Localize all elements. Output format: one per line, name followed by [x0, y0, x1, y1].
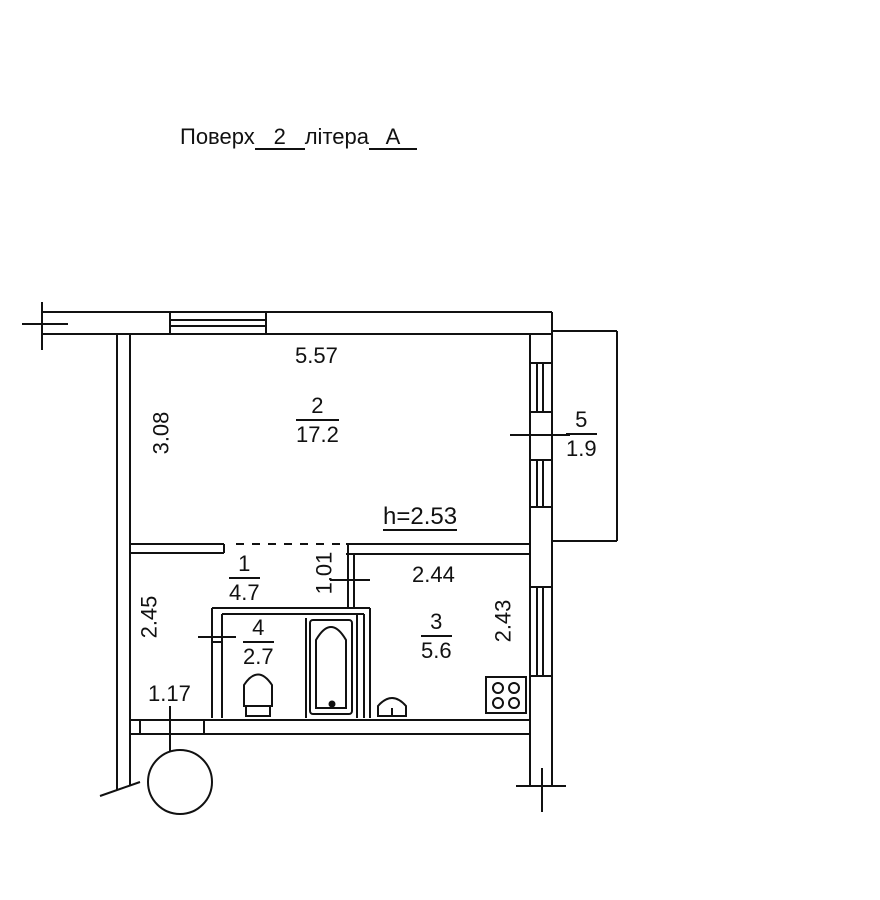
- room-2-area: 17.2: [296, 422, 339, 447]
- interior-partitions: [198, 544, 371, 718]
- room-2-label: 2 17.2: [296, 395, 339, 446]
- room-1-area: 4.7: [229, 580, 260, 605]
- top-wall: [22, 302, 552, 350]
- room-3-number: 3: [421, 611, 452, 637]
- bathtub-icon: [309, 619, 353, 715]
- dimension-corridor-opening: 1.01: [311, 551, 337, 595]
- room-4-number: 4: [243, 617, 274, 643]
- letter-prefix: літера: [304, 124, 369, 149]
- room-3-label: 3 5.6: [421, 611, 452, 662]
- room-5-label: 5 1.9: [566, 409, 597, 460]
- dimension-corridor-width: 1.17: [148, 681, 191, 706]
- dimension-room2-width: 5.57: [295, 343, 338, 368]
- dimension-room2-depth: 3.08: [148, 411, 174, 455]
- right-wall: [510, 312, 570, 812]
- dimension-corridor-depth: 2.45: [136, 595, 162, 639]
- stove-icon: [485, 676, 527, 714]
- room-1-number: 1: [229, 553, 260, 579]
- ceiling-height: h=2.53: [383, 503, 458, 532]
- sink-icon: [377, 697, 407, 717]
- floor-number: 2: [254, 126, 305, 150]
- toilet-icon: [243, 673, 273, 717]
- room-3-area: 5.6: [421, 638, 452, 663]
- left-wall: [116, 334, 131, 790]
- dimension-kitchen-width: 2.44: [412, 562, 455, 587]
- room-2-number: 2: [296, 395, 339, 421]
- room-4-area: 2.7: [243, 644, 274, 669]
- bottom-wall: [99, 706, 530, 815]
- room-1-label: 1 4.7: [229, 553, 260, 604]
- room-5-area: 1.9: [566, 436, 597, 461]
- floor-prefix: Поверх: [180, 124, 255, 149]
- balcony-walls: [552, 330, 618, 542]
- room-5-number: 5: [566, 409, 597, 435]
- letter-value: А: [368, 126, 417, 150]
- room-2-walls: [129, 333, 530, 555]
- dimension-kitchen-depth: 2.43: [490, 599, 516, 643]
- room-4-label: 4 2.7: [243, 617, 274, 668]
